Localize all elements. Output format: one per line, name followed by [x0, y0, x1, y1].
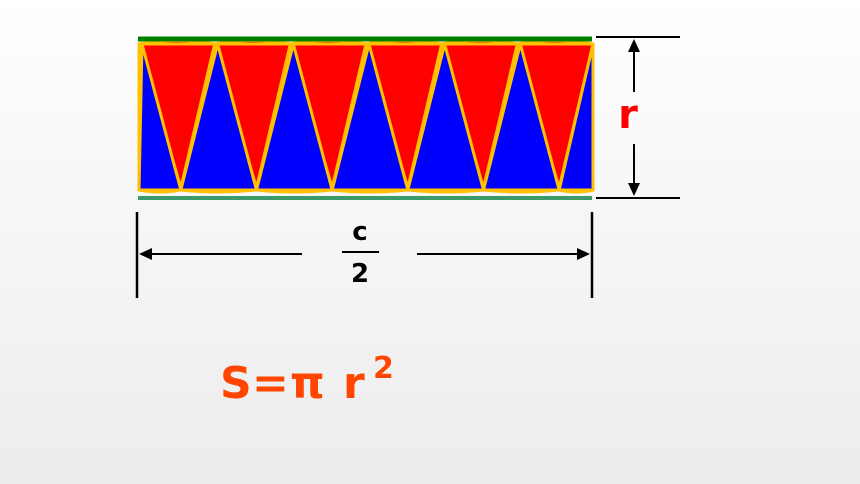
height-dimension: r: [596, 36, 680, 199]
width-arrowhead-right: [577, 248, 590, 260]
height-arrowhead-down: [628, 183, 640, 196]
formula-equals: =: [252, 358, 289, 409]
formula-exponent: 2: [373, 351, 394, 386]
formula-lhs: S: [220, 358, 252, 409]
area-formula: S = π r 2: [220, 351, 394, 409]
sector-strip: [137, 39, 595, 194]
width-label-numerator: c: [352, 217, 367, 247]
formula-pi: π: [290, 358, 325, 409]
sector-strip-border: [137, 42, 595, 192]
height-label: r: [618, 92, 638, 138]
height-arrowhead-up: [628, 39, 640, 52]
width-arrowhead-left: [139, 248, 152, 260]
width-dimension: c 2: [135, 212, 594, 298]
width-label-denominator: 2: [351, 259, 369, 289]
formula-variable: r: [343, 358, 365, 409]
